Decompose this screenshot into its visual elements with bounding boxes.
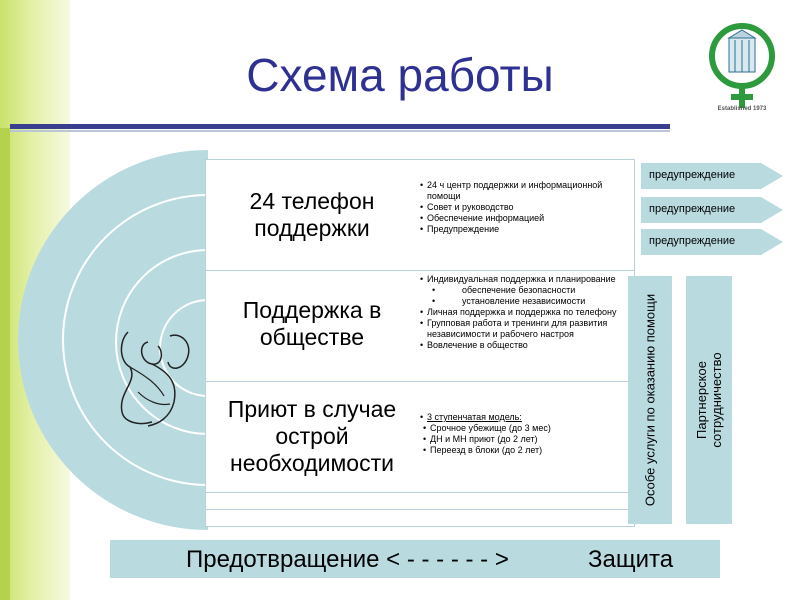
- row-title: Приют в случае острой необходимости: [227, 396, 397, 476]
- list-item: Срочное убежище (до 3 мес): [418, 423, 628, 434]
- empty-row: [205, 492, 635, 510]
- row-item-list: 24 ч центр поддержки и информационной по…: [418, 180, 628, 235]
- list-item: 3 ступенчатая модель:: [418, 412, 628, 423]
- list-item: обеспечение безопасности: [418, 285, 632, 296]
- warning-arrow: предупреждение: [641, 197, 783, 223]
- arrow-label: предупреждение: [649, 169, 736, 181]
- prevention-protection-bar: Предотвращение < - - - - - - > Защита: [110, 540, 720, 578]
- arrow-shape-icon: [641, 197, 783, 223]
- page-title: Схема работы: [246, 49, 554, 101]
- list-item: Совет и руководство: [418, 202, 628, 213]
- service-row-hotline: 24 телефон поддержки 24 ч центр поддержк…: [205, 159, 635, 271]
- empty-row: [205, 509, 635, 527]
- column-label: Партнерское сотрудничество: [694, 352, 724, 448]
- service-row-community-support: Поддержка в обществе Индивидуальная подд…: [205, 270, 635, 382]
- title-divider-shadow: [10, 130, 670, 132]
- people-illustration-icon: [120, 331, 190, 427]
- list-item: 24 ч центр поддержки и информационной по…: [418, 180, 628, 202]
- row-title: Поддержка в обществе: [242, 297, 382, 350]
- arrow-shape-icon: [641, 163, 783, 189]
- list-item: Предупреждение: [418, 224, 628, 235]
- arrow-label: предупреждение: [649, 235, 736, 247]
- left-decor-stripe: [0, 128, 10, 600]
- list-item-text: 3 ступенчатая модель:: [427, 412, 522, 422]
- list-item: Личная поддержка и поддержка по телефону: [418, 307, 632, 318]
- list-item: Обеспечение информацией: [418, 213, 628, 224]
- row-item-list: Индивидуальная поддержка и планирование …: [418, 274, 632, 351]
- row-item-list: 3 ступенчатая модель: Срочное убежище (д…: [418, 412, 628, 456]
- prevention-label: Предотвращение < - - - - - - >: [186, 546, 509, 573]
- logo-icon: [709, 23, 775, 108]
- title-divider: [10, 124, 670, 129]
- list-item: установление независимости: [418, 296, 632, 307]
- column-label: Особе услуги по оказанию помощи: [642, 293, 658, 507]
- row-title: 24 телефон поддержки: [249, 188, 375, 241]
- service-row-shelter: Приют в случае острой необходимости 3 ст…: [205, 381, 635, 493]
- special-services-column: Особе услуги по оказанию помощи: [628, 276, 672, 524]
- partnership-column: Партнерское сотрудничество: [686, 276, 732, 524]
- list-item: Переезд в блоки (до 2 лет): [418, 445, 628, 456]
- list-item: Групповая работа и тренинги для развития…: [418, 318, 632, 340]
- warning-arrow: предупреждение: [641, 229, 783, 255]
- list-item: Индивидуальная поддержка и планирование: [418, 274, 632, 285]
- logo-caption: Established 1973: [717, 106, 767, 112]
- arrow-shape-icon: [641, 229, 783, 255]
- arrow-label: предупреждение: [649, 203, 736, 215]
- list-item: ДН и МН приют (до 2 лет): [418, 434, 628, 445]
- list-item: Вовлечение в общество: [418, 340, 632, 351]
- protection-label: Защита: [588, 546, 674, 573]
- warning-arrow: предупреждение: [641, 163, 783, 189]
